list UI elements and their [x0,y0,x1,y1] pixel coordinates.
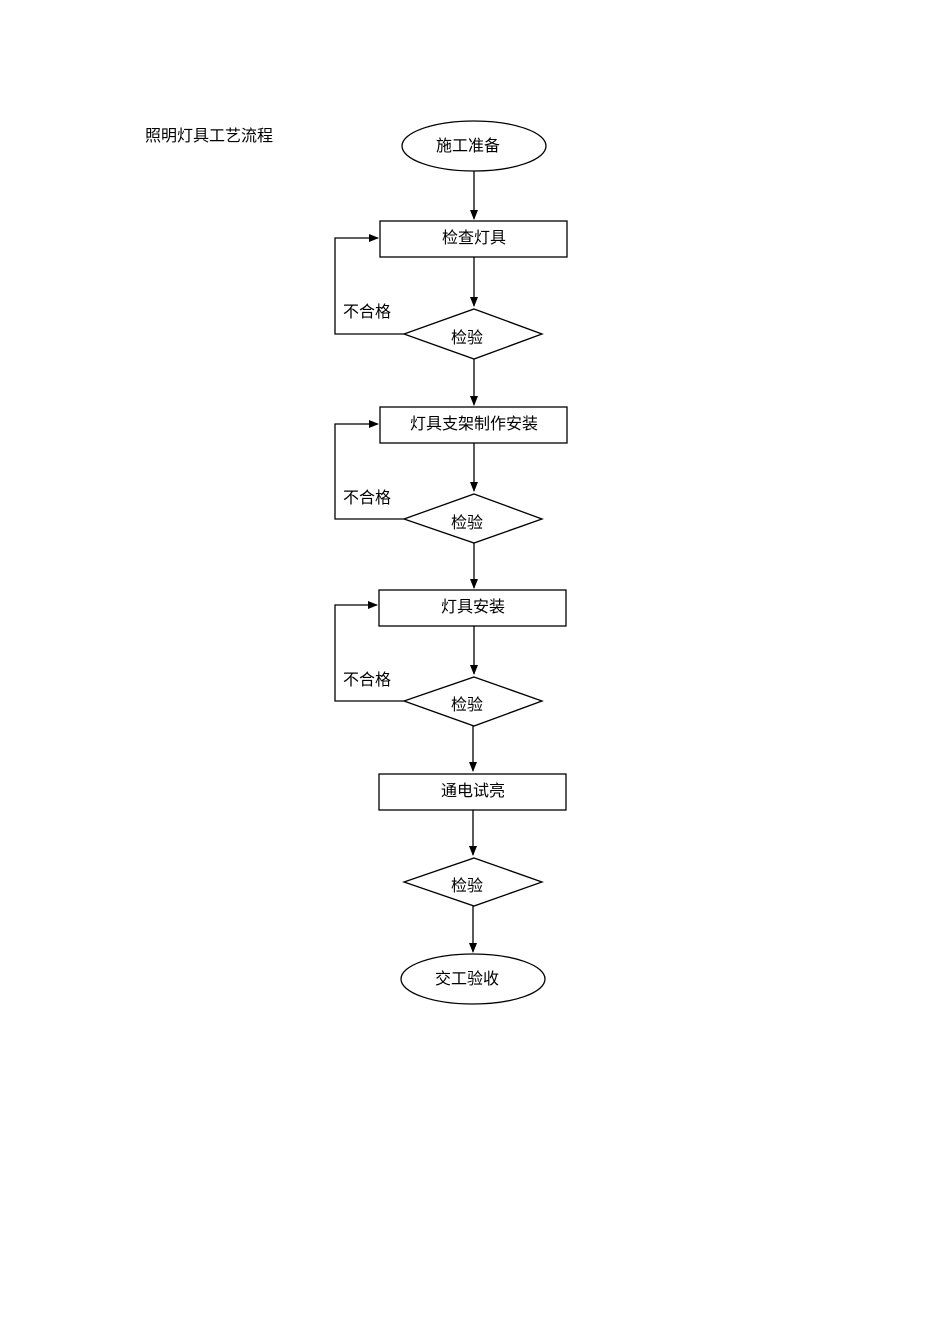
decision-diamond-inspect-4 [401,857,544,907]
node-label-bracket-fabrication: 灯具支架制作安装 [410,414,538,433]
node-label-start: 施工准备 [436,136,500,155]
end-oval [400,953,546,1005]
node-label-inspect-4: 检验 [451,876,483,895]
node-label-end: 交工验收 [435,969,499,988]
node-label-inspect-3: 检验 [451,695,483,714]
rework-loop-arrow-3 [334,601,404,702]
node-label-fixture-install: 灯具安装 [441,597,505,616]
decision-diamond-inspect-3 [402,676,544,727]
node-label-inspect-2: 检验 [451,513,483,532]
rework-loop-arrow-2 [334,420,404,520]
node-label-inspect-1: 检验 [451,328,483,347]
loop-label-fail-2: 不合格 [343,488,391,507]
node-label-check-fixtures: 检查灯具 [442,228,506,247]
loop-label-fail-1: 不合格 [343,302,391,321]
loop-label-fail-3: 不合格 [343,670,391,689]
node-label-power-test: 通电试亮 [441,781,505,800]
page-title: 照明灯具工艺流程 [145,126,274,145]
process-box-fixture-install [378,589,567,627]
rework-loop-arrow-1 [334,234,404,335]
